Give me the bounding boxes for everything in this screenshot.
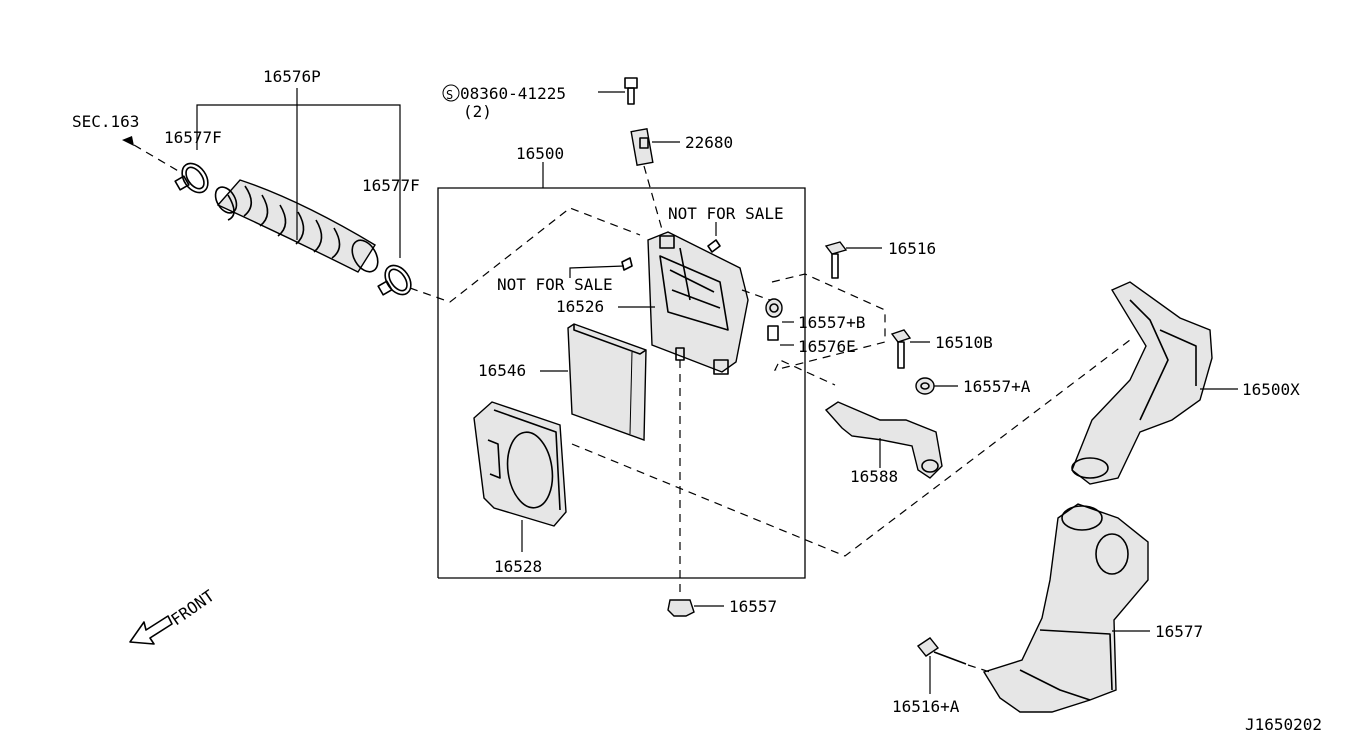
air-duct-16500X <box>1071 281 1238 485</box>
label-22680: 22680 <box>685 133 733 152</box>
grommet-16557A <box>915 377 958 395</box>
label-16528: 16528 <box>494 557 542 576</box>
label-16516: 16516 <box>888 239 936 258</box>
label-16588: 16588 <box>850 467 898 486</box>
bracket-dash-frame <box>771 273 886 386</box>
nut-16557 <box>667 599 724 617</box>
guide-dash-lower <box>571 339 1131 557</box>
nfs-clip-left <box>569 257 633 278</box>
label-16557: 16557 <box>729 597 777 616</box>
label-16557A: 16557+A <box>963 377 1031 396</box>
label-08360-41225-group: S 08360-41225 (2) <box>442 84 566 121</box>
bracket-16588 <box>824 401 943 479</box>
label-16576P: 16576P <box>263 67 321 86</box>
bolt-16510B <box>890 329 930 369</box>
front-arrow <box>129 615 173 645</box>
hose-clamp-16577F-left <box>174 162 209 194</box>
sec163-pointer <box>122 136 641 303</box>
assembly-box-16500 <box>437 162 806 579</box>
resonator-16577 <box>982 503 1150 713</box>
label-16526: 16526 <box>556 297 604 316</box>
label-front: FRONT <box>167 586 218 629</box>
label-diagram-id: J1650202 <box>1245 715 1322 734</box>
label-16577F-left: 16577F <box>164 128 222 147</box>
grommet-16557B <box>765 298 794 323</box>
air-cleaner-upper-case-16526 <box>618 231 749 598</box>
label-16557B: 16557+B <box>798 313 865 332</box>
label-16510B: 16510B <box>935 333 993 352</box>
label-16546: 16546 <box>478 361 526 380</box>
bolt-16516 <box>824 241 882 279</box>
filter-element-16546 <box>540 323 647 441</box>
label-16577: 16577 <box>1155 622 1203 641</box>
label-08360-qty: (2) <box>463 102 492 121</box>
label-16500X: 16500X <box>1242 380 1300 399</box>
label-16576E: 16576E <box>798 337 856 356</box>
label-not-for-sale-right: NOT FOR SALE <box>668 204 784 223</box>
label-not-for-sale-left: NOT FOR SALE <box>497 275 613 294</box>
label-sec163: SEC.163 <box>72 112 139 131</box>
label-16577F-right: 16577F <box>362 176 420 195</box>
hose-leader-tree <box>196 88 401 258</box>
collar-16576E <box>767 325 794 346</box>
label-16500: 16500 <box>516 144 564 163</box>
label-16516A: 16516+A <box>892 697 960 716</box>
hose-clamp-16577F-right <box>377 264 412 296</box>
air-cleaner-lower-case-16528 <box>473 401 567 552</box>
bolt-16516A <box>916 637 991 694</box>
label-08360-prefix: S <box>446 88 453 102</box>
nfs-clip-right <box>707 222 721 253</box>
screw-08360-41225 <box>598 77 638 105</box>
label-08360-41225: 08360-41225 <box>460 84 566 103</box>
airflow-sensor-22680 <box>630 128 680 241</box>
